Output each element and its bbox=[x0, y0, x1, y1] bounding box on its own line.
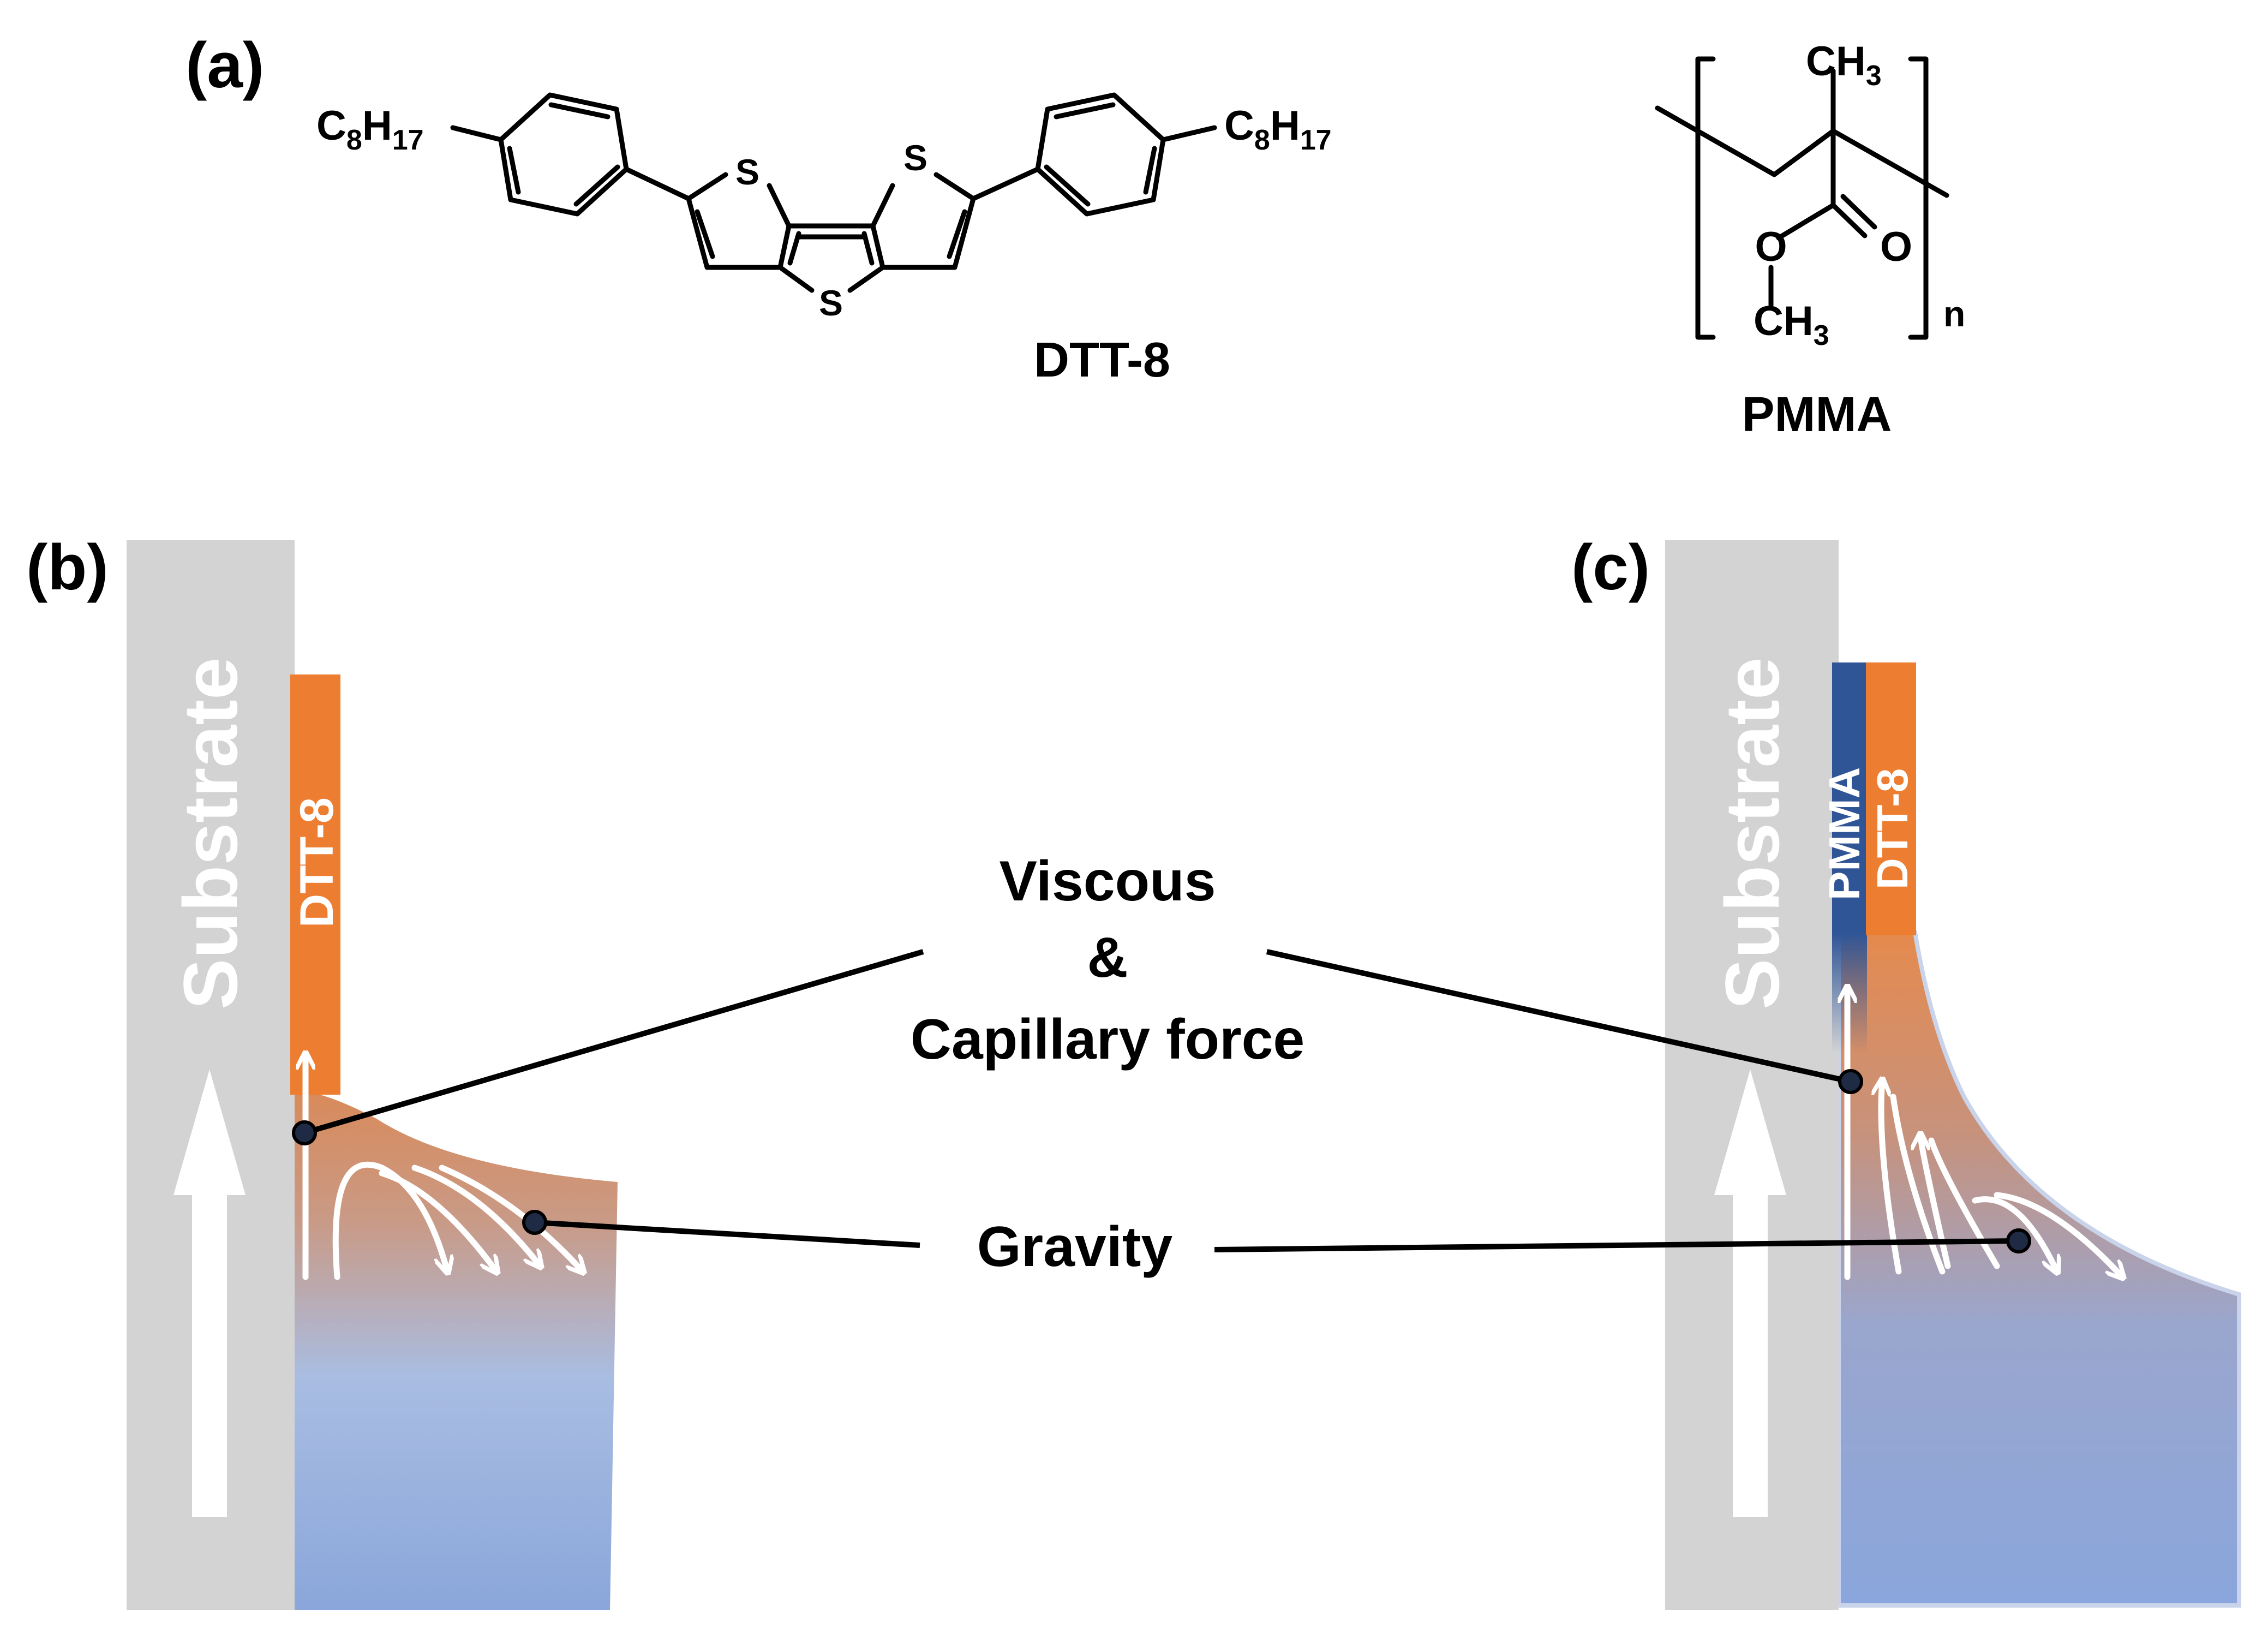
pmma-film-c bbox=[1832, 662, 1867, 935]
panel-a: (a) bbox=[185, 29, 1965, 442]
dtt8-film-c-label: DTT-8 bbox=[1868, 768, 1917, 889]
pmma-ch3-bottom: CH3 bbox=[1754, 298, 1829, 351]
pmma-repeat-n: n bbox=[1943, 294, 1965, 334]
leader-gravity-b bbox=[534, 1220, 920, 1248]
pmma-film-c-label: PMMA bbox=[1820, 767, 1869, 900]
leader-force-b bbox=[303, 949, 924, 1136]
leader-gravity-c bbox=[1214, 1238, 2019, 1252]
dtt8-film-c bbox=[1866, 662, 1916, 935]
dtt8-sulfur-right: S bbox=[903, 138, 927, 178]
capillary-force-label: Capillary force bbox=[911, 1008, 1305, 1071]
dtt8-film-b bbox=[290, 674, 340, 1095]
pmma-structure: CH3 O O CH3 n PMMA bbox=[1655, 38, 1965, 442]
dtt8-name: DTT-8 bbox=[1034, 333, 1170, 387]
leader-dot-icon bbox=[292, 1069, 2031, 1253]
flow-arrow-icon bbox=[1847, 988, 2122, 1277]
force-annotations: Viscous & Capillary force Gravity bbox=[292, 850, 2031, 1279]
panel-a-label: (a) bbox=[185, 29, 264, 101]
up-arrow-icon bbox=[173, 1070, 246, 1517]
solution-meniscus-c bbox=[1836, 930, 2241, 1608]
panel-c: (c) Substrate PMMA DTT-8 bbox=[1571, 532, 2241, 1610]
pmma-carbonyl-oxygen: O bbox=[1880, 224, 1912, 270]
flow-arrow-icon bbox=[306, 1054, 583, 1280]
panel-b: (b) Substrate DTT-8 bbox=[26, 532, 618, 1610]
pmma-ch3-top: CH3 bbox=[1806, 38, 1882, 92]
panel-c-label: (c) bbox=[1571, 532, 1650, 604]
gravity-label: Gravity bbox=[977, 1215, 1173, 1279]
substrate-c-label: Substrate bbox=[1709, 657, 1795, 1010]
ampersand-label: & bbox=[1087, 926, 1128, 989]
up-arrow-icon bbox=[1714, 1070, 1786, 1517]
substrate-b-label: Substrate bbox=[167, 657, 253, 1010]
dtt8-chain-left-label: C8H17 bbox=[316, 103, 424, 156]
pmma-oxygen: O bbox=[1755, 224, 1787, 270]
dtt8-chain-right-label: C8H17 bbox=[1224, 103, 1332, 156]
panel-b-label: (b) bbox=[26, 532, 109, 604]
viscous-label: Viscous bbox=[1000, 850, 1216, 913]
dtt8-sulfur-left: S bbox=[735, 152, 759, 192]
dtt8-structure: S S S C8H17 C8H17 DTT-8 bbox=[316, 92, 1332, 387]
leader-force-c bbox=[1266, 949, 1852, 1084]
pmma-name: PMMA bbox=[1742, 387, 1892, 442]
dtt8-film-b-label: DTT-8 bbox=[291, 797, 343, 928]
dtt8-sulfur-center: S bbox=[819, 283, 843, 323]
